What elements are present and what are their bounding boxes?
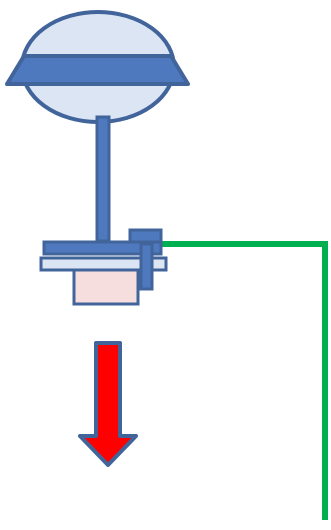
mount-clamp-post <box>139 242 154 291</box>
cable <box>160 241 328 520</box>
antenna-mount-band <box>5 54 190 86</box>
mount-plate <box>42 240 163 256</box>
support-pole <box>95 115 111 243</box>
sensor-block <box>72 268 140 306</box>
down-arrow <box>78 341 138 467</box>
